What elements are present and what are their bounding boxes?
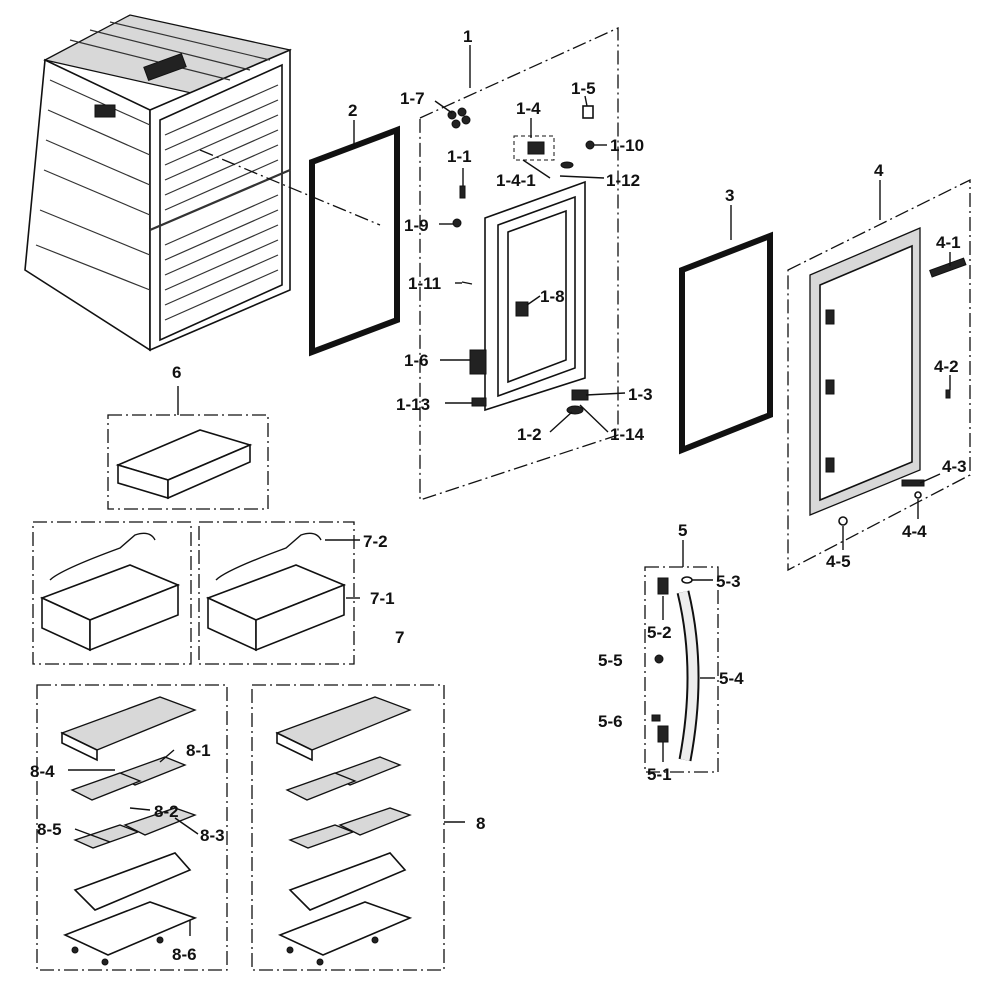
- label-6: 6: [172, 363, 181, 382]
- label-4: 4: [874, 161, 884, 180]
- drawer-assembly-8a: [60, 696, 198, 966]
- door-4: [809, 227, 967, 526]
- label-1-3: 1-3: [628, 385, 653, 404]
- label-7-1: 7-1: [370, 589, 395, 608]
- label-1-4-1: 1-4-1: [496, 171, 536, 190]
- label-1-5: 1-5: [571, 79, 596, 98]
- group-8b-boundary: [251, 684, 445, 971]
- label-2: 2: [348, 101, 357, 120]
- label-1-9: 1-9: [404, 216, 429, 235]
- label-4-3: 4-3: [942, 457, 967, 476]
- label-8-5: 8-5: [37, 820, 62, 839]
- group-1-boundary: [419, 26, 619, 501]
- basket-7b: [205, 532, 347, 652]
- group-6-boundary: [107, 414, 269, 510]
- label-5-3: 5-3: [716, 572, 741, 591]
- label-4-4: 4-4: [902, 522, 927, 541]
- label-1-14: 1-14: [610, 425, 645, 444]
- label-1-8: 1-8: [540, 287, 565, 306]
- label-8: 8: [476, 814, 485, 833]
- small-parts-1: [447, 105, 595, 415]
- label-5-2: 5-2: [647, 623, 672, 642]
- door-frame-1: [469, 180, 589, 412]
- drawer-assembly-8b: [275, 696, 413, 966]
- label-1-12: 1-12: [606, 171, 640, 190]
- refrigerator-cabinet: [24, 14, 292, 352]
- group-5-boundary: [644, 566, 719, 773]
- label-7: 7: [395, 628, 404, 647]
- group-8a-boundary: [36, 684, 228, 971]
- label-1-10: 1-10: [610, 136, 644, 155]
- label-1: 1: [463, 27, 472, 46]
- label-8-6: 8-6: [172, 945, 197, 964]
- callout-labels: 1 1-7 1-4 1-5 1-10 1-1 1-4-1 1-12 1-9 1-…: [30, 27, 967, 964]
- label-4-1: 4-1: [936, 233, 961, 252]
- label-1-4: 1-4: [516, 99, 541, 118]
- gasket-3: [679, 231, 773, 455]
- leader-lines: [68, 45, 951, 936]
- bin-6: [115, 429, 253, 500]
- group-7b-boundary: [198, 521, 355, 665]
- handle-5: [651, 576, 700, 762]
- label-8-2: 8-2: [154, 802, 179, 821]
- group-7a-boundary: [32, 521, 192, 665]
- basket-7a: [39, 532, 181, 652]
- label-1-7: 1-7: [400, 89, 425, 108]
- label-7-2: 7-2: [363, 532, 388, 551]
- label-4-2: 4-2: [934, 357, 959, 376]
- gasket-2: [309, 125, 400, 357]
- label-1-1: 1-1: [447, 147, 472, 166]
- label-3: 3: [725, 186, 734, 205]
- label-1-6: 1-6: [404, 351, 429, 370]
- label-5-5: 5-5: [598, 651, 623, 670]
- label-1-11: 1-11: [408, 274, 441, 293]
- label-5-6: 5-6: [598, 712, 623, 731]
- label-8-1: 8-1: [186, 741, 211, 760]
- label-8-4: 8-4: [30, 762, 55, 781]
- label-5-1: 5-1: [647, 765, 672, 784]
- label-5: 5: [678, 521, 687, 540]
- group-4-boundary: [787, 178, 971, 572]
- label-4-5: 4-5: [826, 552, 851, 571]
- label-8-3: 8-3: [200, 826, 225, 845]
- label-5-4: 5-4: [719, 669, 744, 688]
- label-1-13: 1-13: [396, 395, 430, 414]
- label-1-2: 1-2: [517, 425, 542, 444]
